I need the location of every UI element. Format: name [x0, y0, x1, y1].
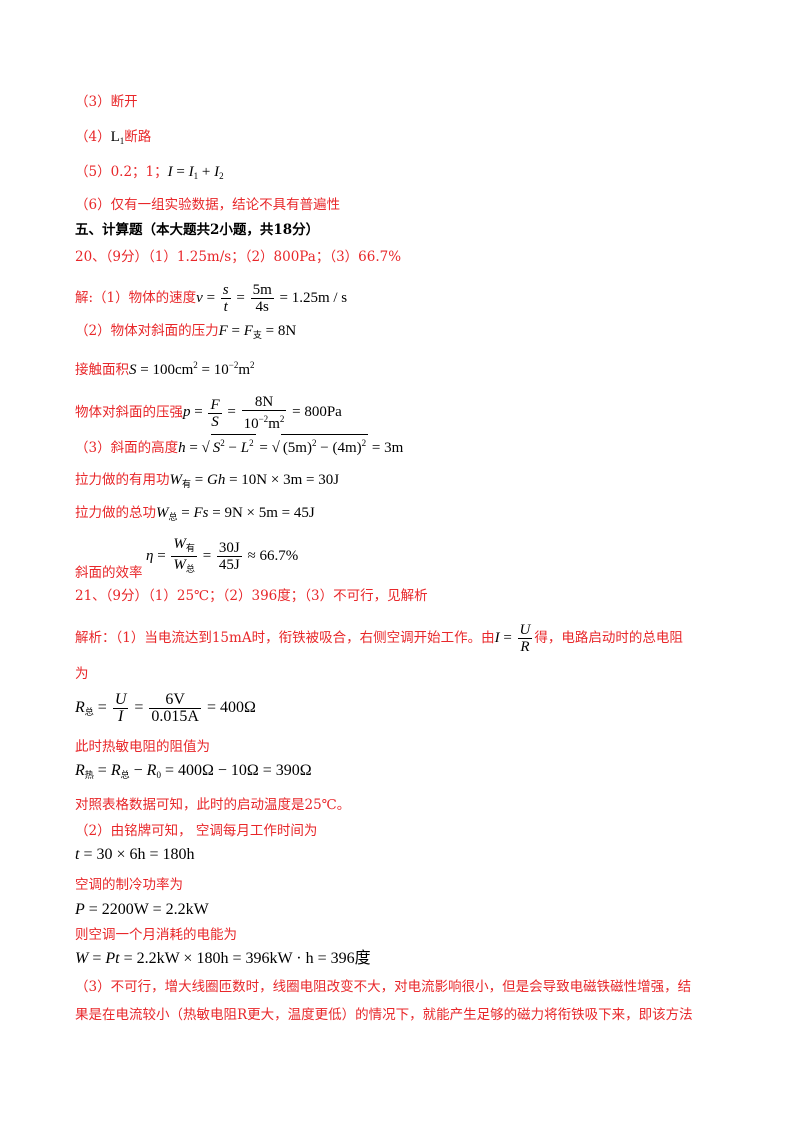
q20-area-label: 接触面积: [75, 362, 129, 378]
q21-answer: 21、（9分）（1）25℃；（2）396度；（3）不可行，见解析: [75, 588, 428, 604]
height-formula: h = √S2 − L2 = √(5m)2 − (4m)2 = 3m: [178, 434, 403, 456]
answer-line-6: （6）仅有一组实验数据，结论不具有普遍性: [75, 197, 341, 213]
q21-intro-text: 解析：（1）当电流达到15mA时，衔铁被吸合，右侧空调开始工作。由: [75, 629, 495, 646]
q21-intro-suffix: 得，电路启动时的总电阻: [534, 629, 683, 646]
q21-energy-label: 则空调一个月消耗的电能为: [75, 927, 237, 943]
answer-line-4-math: L1: [110, 129, 125, 146]
q20-useful-work-label: 拉力做的有用功: [75, 472, 170, 488]
q20-pressure-label: 物体对斜面的压强: [75, 404, 183, 421]
time-formula: t = 30 × 6h = 180h: [75, 846, 195, 863]
q21-explanation-line-2: 果是在电流较小（热敏电阻R更大，温度更低）的情况下，就能产生足够的磁力将衔铁吸下…: [75, 1007, 693, 1023]
q20-force-label: （2）物体对斜面的压力: [75, 323, 219, 339]
q21-wei-line: 为: [75, 666, 89, 682]
section-title: 五、计算题（本大题共2小题，共18分）: [75, 222, 320, 238]
q20-height-line: （3）斜面的高度h = √S2 − L2 = √(5m)2 − (4m)2 = …: [75, 434, 403, 457]
answer-line-4-suffix: 断路: [124, 129, 152, 145]
answer-line-5: （5）0.2；1；I = I1 + I2: [75, 163, 224, 185]
q20-speed-label: 解:（1）物体的速度: [75, 289, 197, 306]
q20-total-work-line: 拉力做的总功W总 = Fs = 9N × 5m = 45J: [75, 504, 315, 526]
q21-power-label: 空调的制冷功率为: [75, 877, 183, 893]
q20-total-work-label: 拉力做的总功: [75, 505, 156, 521]
energy-formula: W = Pt = 2.2kW × 180h = 396kW · h = 396度: [75, 950, 371, 967]
current-formula: I = I1 + I2: [167, 164, 224, 181]
q20-height-label: （3）斜面的高度: [75, 440, 179, 456]
q20-answer: 20、（9分）（1）1.25m/s；（2）800Pa；（3）66.7%: [75, 249, 402, 265]
area-formula: S = 100cm2 = 10−2m2: [129, 360, 255, 378]
useful-work-formula: W有 = Gh = 10N × 3m = 30J: [169, 472, 340, 489]
q21-time-label: （2）由铭牌可知， 空调每月工作时间为: [75, 823, 318, 839]
q21-explanation-line-1: （3）不可行，增大线圈匝数时，线圈电阻改变不大，对电流影响很小，但是会导致电磁铁…: [75, 979, 692, 995]
q20-force-line: （2）物体对斜面的压力F = F支 = 8N: [75, 322, 296, 344]
force-formula: F = F支 = 8N: [218, 323, 297, 340]
q20-efficiency-label: 斜面的效率: [75, 565, 143, 581]
answer-line-3: （3）断开: [75, 94, 138, 110]
power-formula: P = 2200W = 2.2kW: [75, 901, 209, 918]
q21-thermistor-label: 此时热敏电阻的阻值为: [75, 739, 210, 755]
thermistor-formula: R热 = R总 − R0 = 400Ω − 10Ω = 390Ω: [75, 762, 312, 780]
total-work-formula: W总 = Fs = 9N × 5m = 45J: [156, 505, 315, 522]
q20-area-line: 接触面积S = 100cm2 = 10−2m2: [75, 356, 255, 379]
q21-temperature-line: 对照表格数据可知，此时的启动温度是25℃。: [75, 797, 351, 813]
answer-line-5-prefix: （5）0.2；1；: [75, 164, 168, 180]
answer-line-4: （4）L1断路: [75, 128, 151, 150]
q20-useful-work-line: 拉力做的有用功W有 = Gh = 10N × 3m = 30J: [75, 471, 339, 493]
answer-line-4-prefix: （4）: [75, 129, 111, 145]
